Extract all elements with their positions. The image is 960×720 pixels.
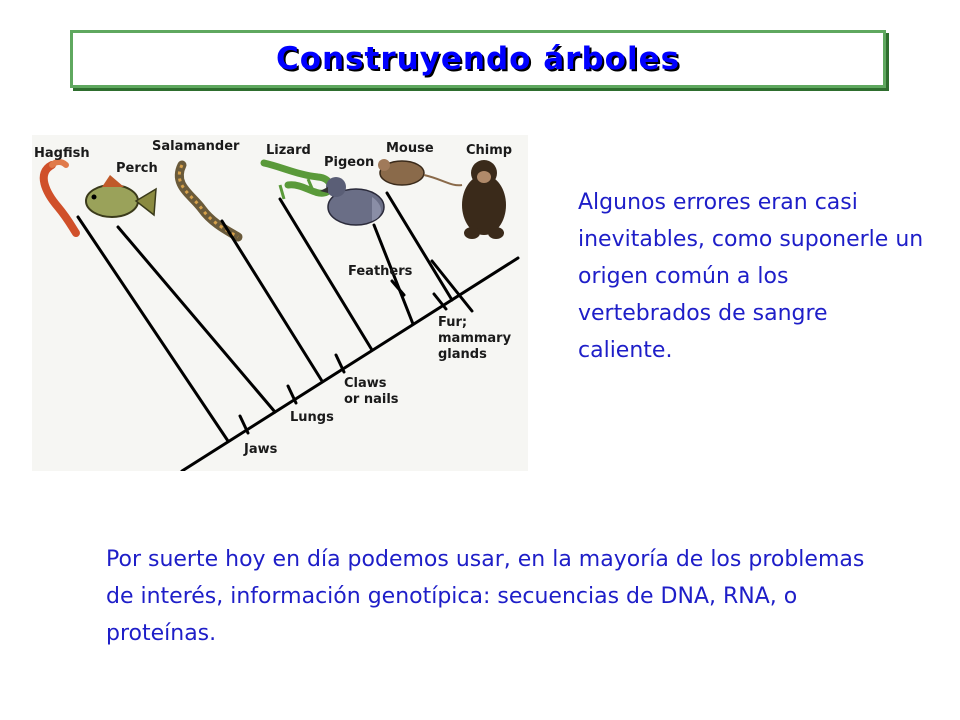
taxon-label-chimp: Chimp — [466, 143, 512, 158]
tree-branches — [76, 191, 520, 471]
taxon-label-pigeon: Pigeon — [324, 155, 374, 170]
trait-label-fur-1: Fur; — [438, 315, 467, 330]
slide-title: Construyendo árboles — [275, 41, 681, 77]
trait-label-claws-1: Claws — [344, 376, 387, 391]
taxon-label-perch: Perch — [116, 161, 158, 176]
trait-markers — [238, 279, 448, 435]
hagfish-icon — [39, 159, 80, 237]
lizard-icon — [260, 159, 334, 200]
phylogenetic-tree-figure: Hagfish Perch Salamander Lizard Pigeon M… — [32, 135, 528, 471]
bottom-paragraph: Por suerte hoy en día podemos usar, en l… — [106, 547, 865, 646]
trait-label-claws-2: or nails — [344, 392, 399, 407]
taxon-label-lizard: Lizard — [266, 143, 311, 158]
taxon-label-hagfish: Hagfish — [34, 146, 90, 161]
perch-icon — [85, 175, 157, 218]
salamander-icon — [175, 160, 243, 242]
taxon-label-mouse: Mouse — [386, 141, 434, 156]
title-box: Construyendo árboles — [70, 30, 886, 88]
tree-svg: Hagfish Perch Salamander Lizard Pigeon M… — [34, 139, 520, 471]
side-paragraph: Algunos errores eran casi inevitables, c… — [578, 190, 924, 363]
trait-label-feathers: Feathers — [348, 264, 413, 279]
chimp-icon — [462, 160, 506, 239]
mouse-icon — [378, 159, 463, 187]
trait-label-lungs: Lungs — [290, 410, 334, 425]
pigeon-icon — [320, 177, 385, 226]
trait-label-fur-3: glands — [438, 347, 487, 362]
taxon-label-salamander: Salamander — [152, 139, 240, 154]
trait-label-fur-2: mammary — [438, 331, 512, 346]
trait-label-jaws: Jaws — [243, 442, 278, 457]
